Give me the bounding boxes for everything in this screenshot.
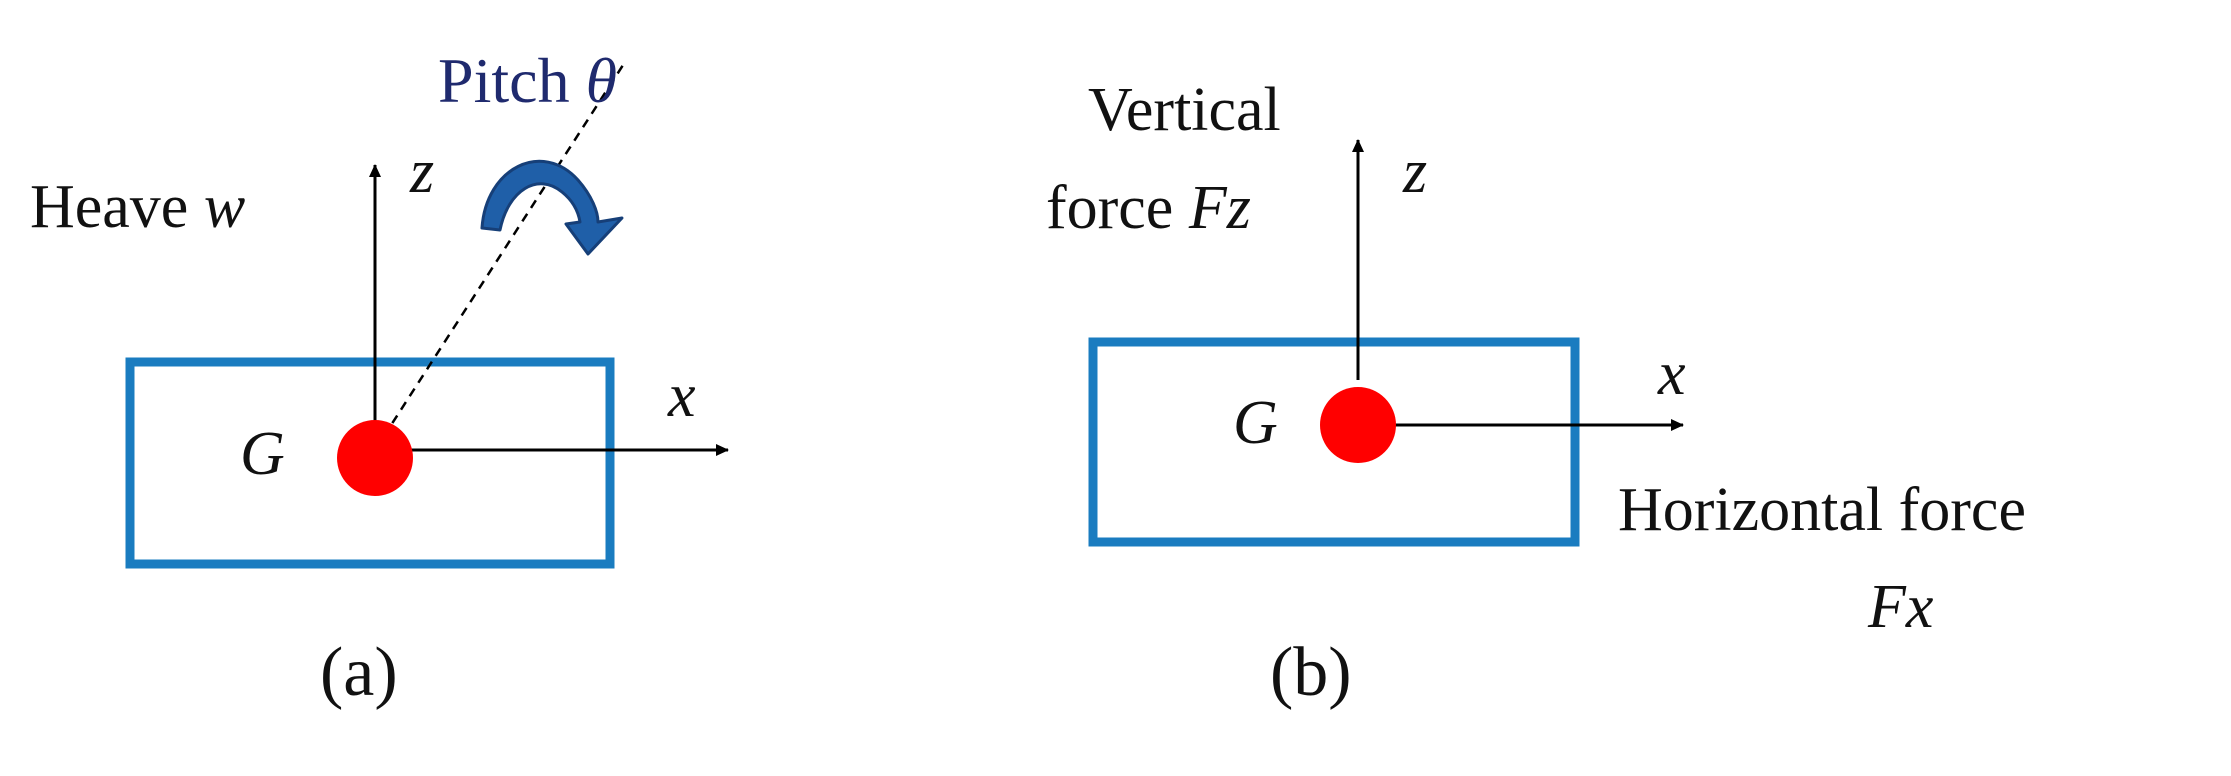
pitch-reference-line: [373, 61, 627, 451]
x-axis-label-b: x: [1657, 340, 1686, 408]
heave-label: Heave w: [30, 173, 245, 241]
vertical-force-label: Vertical force Fz: [1046, 76, 1296, 242]
center-of-gravity-a: [337, 420, 413, 496]
caption-b: (b): [1270, 634, 1352, 711]
caption-a: (a): [320, 634, 398, 711]
panel-a: G Heave w z x Pitch θ (a): [30, 45, 729, 711]
pitch-label: Pitch θ: [438, 45, 617, 116]
center-of-gravity-b: [1320, 387, 1396, 463]
z-axis-label-a: z: [409, 138, 434, 206]
z-axis-label-b: z: [1402, 138, 1427, 206]
body-box-a: [125, 357, 615, 569]
cog-label-a: G: [240, 420, 285, 488]
x-axis-label-a: x: [667, 362, 696, 430]
curved-arrow-icon: [480, 160, 624, 256]
panel-b: G Vertical force Fz z x Horizontal force…: [1046, 76, 2041, 711]
cog-label-b: G: [1233, 389, 1278, 457]
body-box-b: [1088, 337, 1580, 547]
horizontal-force-label: Horizontal force Fx: [1618, 476, 2041, 641]
